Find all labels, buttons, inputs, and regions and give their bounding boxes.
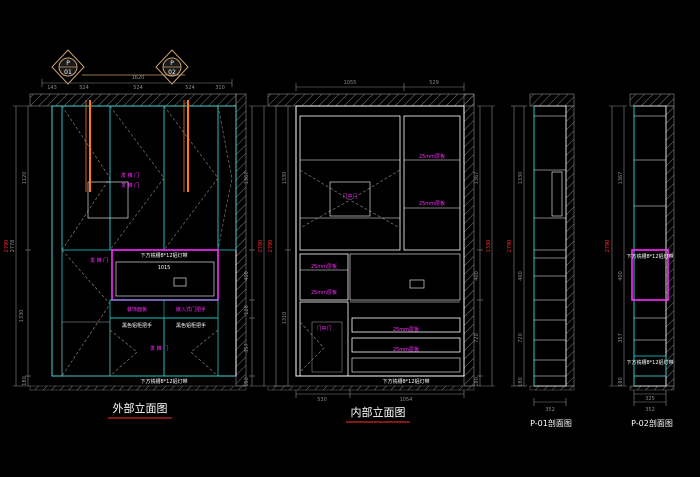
note-label: 发 推 门: [121, 172, 139, 179]
dimension: 1330: [486, 240, 492, 253]
cabinet-outline: [295, 105, 465, 377]
dimension: 2790: [507, 240, 513, 253]
note-label: 下方铣槽8*12铝灯带: [626, 359, 673, 366]
dimension: 524: [79, 85, 89, 91]
wall-hatch: [235, 93, 247, 387]
dimension: 1367: [244, 172, 250, 185]
dimension: 357: [244, 343, 250, 353]
note-label: 25mm层板: [419, 200, 445, 207]
dimension: 2790: [258, 240, 264, 253]
display-niche: [631, 249, 669, 301]
note-label: 门中门: [342, 193, 357, 200]
dimension: 1310: [282, 312, 288, 325]
marker-code: P: [170, 60, 174, 67]
section-p02: 下方铣槽8*12铝灯带 下方铣槽8*12铝灯带 2790 1367 400 35…: [605, 93, 675, 428]
note-label: 嵌入式门把手: [176, 306, 206, 313]
note-label: 25mm层板: [311, 263, 337, 270]
dimension: 180: [618, 377, 624, 387]
dimension: 310: [215, 85, 225, 91]
note-label: 25mm层板: [419, 153, 445, 160]
floor-hatch: [29, 385, 247, 391]
note-label: 下方铣槽8*12铝灯带: [140, 378, 187, 385]
dimension: 180: [518, 377, 524, 387]
note-label: 25mm层板: [393, 326, 419, 333]
dimension: 400: [244, 271, 250, 281]
view-title: P-01剖面图: [530, 418, 572, 428]
note-label: 下方铣槽8*12铝灯带: [626, 253, 673, 260]
dimension: 400: [474, 271, 480, 281]
interior-elevation: 1055 529 2790 1330 1310 1367 1330 400 72…: [267, 80, 495, 423]
dimension: 524: [185, 85, 195, 91]
marker-number: 02: [168, 69, 176, 76]
dimension: 357: [618, 333, 624, 343]
dimension: 180: [244, 377, 250, 387]
dimension: 2790: [268, 240, 274, 253]
dimension: 1330: [282, 172, 288, 185]
dimension: 1367: [474, 172, 480, 185]
dimension: 1054: [400, 397, 413, 403]
dimension: 1620: [132, 75, 145, 81]
dimension: 400: [518, 271, 524, 281]
note-label: 发 推 门: [90, 257, 108, 264]
door-panel: [217, 105, 237, 251]
dimension: 352: [645, 407, 655, 413]
dimension: 352: [545, 407, 555, 413]
dimension: 180: [22, 376, 28, 386]
dimension: 2778: [10, 240, 16, 253]
marker-number: 01: [64, 69, 72, 76]
dimension: 325: [645, 396, 655, 402]
note-label: 25mm层板: [311, 289, 337, 296]
view-title: 外部立面图: [113, 401, 168, 415]
exterior-elevation: 143 1620 524 524 524 310 2790 2778 1120 …: [4, 75, 267, 419]
dimension: 529: [429, 80, 439, 86]
note-label: 发 推 门: [150, 345, 168, 352]
dimension: 1055: [344, 80, 357, 86]
note-label: 装饰面板: [127, 306, 147, 313]
dimension: 1367: [618, 172, 624, 185]
dimension: 1120: [22, 172, 28, 185]
dimension: 400: [618, 271, 624, 281]
dimension: 720: [474, 333, 480, 343]
dimension: 524: [133, 85, 143, 91]
dimension: 2790: [605, 240, 611, 253]
note-label: 1015: [158, 265, 171, 271]
note-label: 门中门: [316, 325, 331, 332]
dimension: 143: [47, 85, 57, 91]
note-label: 黑色铝柜把手: [122, 322, 152, 329]
door-panel: [163, 105, 219, 251]
note-label: 下方铣槽8*12铝灯带: [140, 252, 187, 259]
note-label: 25mm层板: [393, 346, 419, 353]
marker-code: P: [66, 60, 70, 67]
dimension: 720: [518, 333, 524, 343]
dimension: 1330: [518, 172, 524, 185]
dimension: 1330: [19, 310, 25, 323]
dimension: 530: [317, 397, 327, 403]
section-marker-p01: P 01: [51, 49, 85, 85]
cabinet-outline: [51, 105, 237, 377]
note-label: 下方铣槽8*12铝灯带: [382, 378, 429, 385]
section-marker-p02: P 02: [155, 49, 189, 85]
note-label: 发 推 门: [121, 182, 139, 189]
section-p01: 2790 1330 400 720 180 352 P-01剖面图: [507, 93, 575, 428]
view-title: 内部立面图: [351, 405, 406, 419]
dimension: 180: [474, 377, 480, 387]
dimension: 2790: [4, 240, 10, 253]
dimension: 120: [244, 305, 250, 315]
view-title: P-02剖面图: [631, 418, 673, 428]
ceiling-hatch: [29, 93, 237, 107]
note-label: 黑色铝柜把手: [176, 322, 206, 329]
